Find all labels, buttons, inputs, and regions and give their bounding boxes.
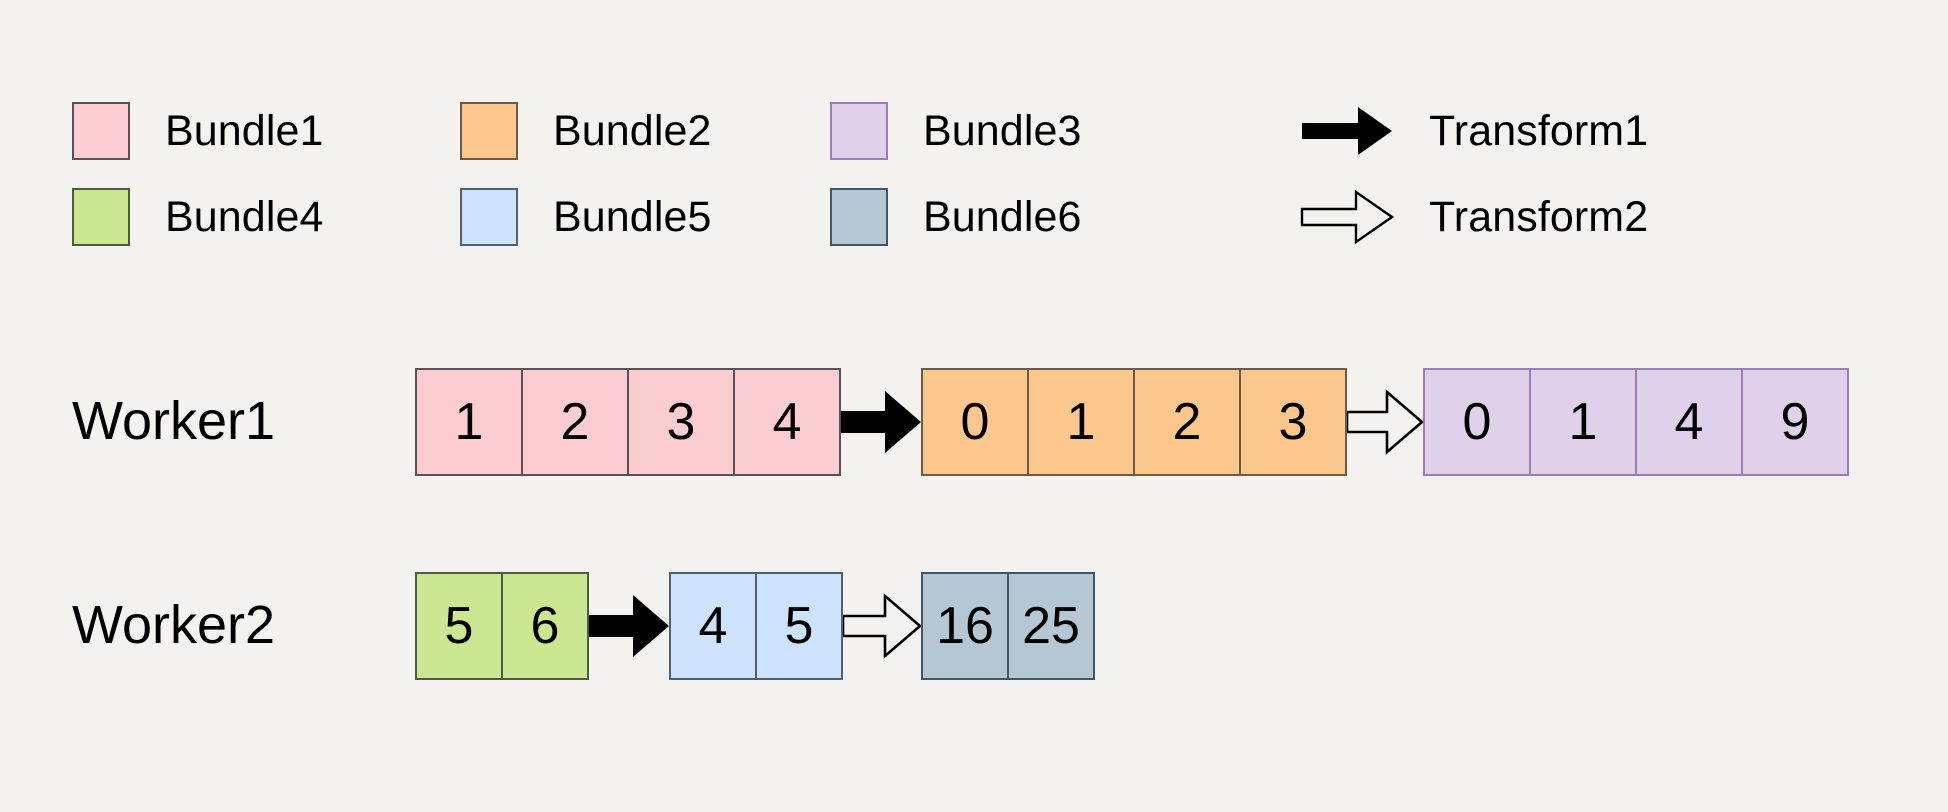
legend-row-1: Bundle1 Bundle2 Bundle3 Transform1 xyxy=(72,88,1872,174)
worker1-bundle1-cell-2: 3 xyxy=(627,368,735,476)
legend-label-bundle1: Bundle1 xyxy=(165,106,324,155)
legend-label-transform2: Transform2 xyxy=(1429,192,1649,241)
worker1-label: Worker1 xyxy=(72,391,276,451)
legend-item-bundle5: Bundle5 xyxy=(460,174,830,260)
worker2-bundle5-cell-0: 4 xyxy=(669,572,757,680)
solid-arrow-icon xyxy=(1300,102,1394,160)
worker2-bundle4-cell-0: 5 xyxy=(415,572,503,680)
worker2-pipeline: 5 6 4 5 16 25 xyxy=(415,570,1095,682)
legend-row-2: Bundle4 Bundle5 Bundle6 Transform2 xyxy=(72,174,1872,260)
worker1-bundle3: 0 1 4 9 xyxy=(1423,368,1849,476)
legend-label-bundle4: Bundle4 xyxy=(165,192,324,241)
worker1-bundle3-cell-3: 9 xyxy=(1741,368,1849,476)
worker1-bundle2-cell-1: 1 xyxy=(1027,368,1135,476)
worker2-transform2-arrow xyxy=(843,593,921,659)
worker2-label: Worker2 xyxy=(72,595,276,655)
bundle1-swatch xyxy=(72,102,130,160)
legend-label-bundle3: Bundle3 xyxy=(923,106,1082,155)
bundle5-swatch xyxy=(460,188,518,246)
legend-label-bundle2: Bundle2 xyxy=(553,106,712,155)
worker1-bundle3-cell-0: 0 xyxy=(1423,368,1531,476)
bundle2-swatch xyxy=(460,102,518,160)
legend-item-bundle3: Bundle3 xyxy=(830,88,1300,174)
bundle6-swatch xyxy=(830,188,888,246)
legend-item-transform2: Transform2 xyxy=(1300,174,1720,260)
worker2-bundle6-cell-0: 16 xyxy=(921,572,1009,680)
hollow-arrow-icon xyxy=(1300,188,1394,246)
worker2-bundle6: 16 25 xyxy=(921,572,1095,680)
worker1-bundle2-cell-2: 2 xyxy=(1133,368,1241,476)
worker1-bundle3-cell-2: 4 xyxy=(1635,368,1743,476)
worker1-transform1-arrow xyxy=(841,389,921,455)
legend-label-bundle5: Bundle5 xyxy=(553,192,712,241)
legend-label-bundle6: Bundle6 xyxy=(923,192,1082,241)
worker1-pipeline: 1 2 3 4 0 1 2 3 0 xyxy=(415,366,1849,478)
legend-label-transform1: Transform1 xyxy=(1429,106,1649,155)
worker2-bundle5-cell-1: 5 xyxy=(755,572,843,680)
worker2-bundle4-cell-1: 6 xyxy=(501,572,589,680)
worker2-bundle5: 4 5 xyxy=(669,572,843,680)
legend-item-bundle6: Bundle6 xyxy=(830,174,1300,260)
worker1-bundle2-cell-0: 0 xyxy=(921,368,1029,476)
legend-item-bundle4: Bundle4 xyxy=(72,174,460,260)
worker1-bundle1-cell-3: 4 xyxy=(733,368,841,476)
worker2-bundle6-cell-1: 25 xyxy=(1007,572,1095,680)
legend: Bundle1 Bundle2 Bundle3 Transform1 xyxy=(72,88,1872,260)
bundle3-swatch xyxy=(830,102,888,160)
worker1-bundle1: 1 2 3 4 xyxy=(415,368,841,476)
bundle4-swatch xyxy=(72,188,130,246)
legend-item-bundle1: Bundle1 xyxy=(72,88,460,174)
legend-item-transform1: Transform1 xyxy=(1300,88,1720,174)
worker2-transform1-arrow xyxy=(589,593,669,659)
legend-item-bundle2: Bundle2 xyxy=(460,88,830,174)
worker2-bundle4: 5 6 xyxy=(415,572,589,680)
worker1-bundle1-cell-0: 1 xyxy=(415,368,523,476)
worker1-bundle2: 0 1 2 3 xyxy=(921,368,1347,476)
worker1-bundle2-cell-3: 3 xyxy=(1239,368,1347,476)
worker1-transform2-arrow xyxy=(1347,389,1423,455)
worker1-bundle3-cell-1: 1 xyxy=(1529,368,1637,476)
worker1-bundle1-cell-1: 2 xyxy=(521,368,629,476)
